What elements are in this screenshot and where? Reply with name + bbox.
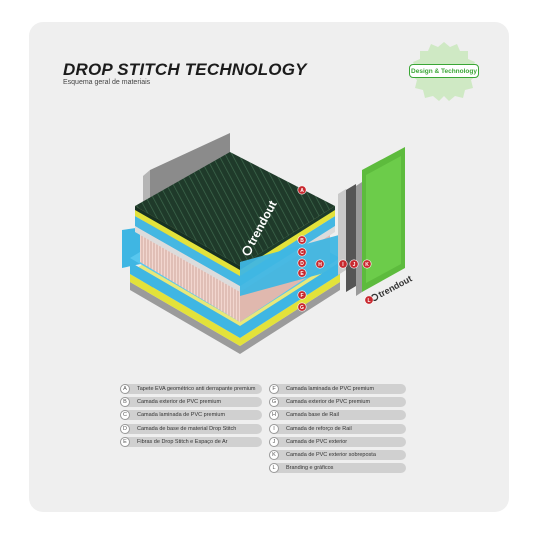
svg-text:A: A (300, 188, 304, 194)
legend-code: A (120, 384, 130, 394)
marker-l: L (364, 295, 374, 305)
legend-code: C (120, 410, 130, 421)
legend-item-c: C Camada laminada de PVC premium (120, 410, 262, 421)
marker-e: E (297, 268, 307, 278)
legend-label: Camada exterior de PVC premium (286, 399, 371, 406)
legend-item-b: B Camada exterior de PVC premium (120, 397, 262, 408)
legend-item-d: D Camada de base de material Drop Stitch (120, 423, 262, 434)
svg-text:G: G (300, 305, 304, 311)
legend-code: H (269, 410, 279, 421)
legend-label: Tapete EVA geométrico anti derrapante pr… (137, 386, 256, 392)
legend-item-i: I Camada de reforço de Rail (269, 423, 406, 434)
legend-label: Camada de PVC exterior sobreposta (286, 452, 376, 458)
legend-item-k: K Camada de PVC exterior sobreposta (269, 450, 406, 460)
svg-text:J: J (353, 262, 356, 268)
legend-code: G (269, 397, 279, 408)
legend-code: F (269, 384, 279, 394)
svg-text:E: E (300, 271, 304, 277)
svg-text:D: D (300, 261, 304, 267)
svg-text:C: C (300, 250, 304, 256)
legend-item-a: A Tapete EVA geométrico anti derrapante p… (120, 384, 262, 394)
marker-i: I (338, 259, 348, 269)
legend-label: Camada laminada de PVC premium (137, 412, 226, 419)
legend-label: Branding e gráficos (286, 465, 334, 472)
legend-item-h: H Camada base de Rail (269, 410, 406, 421)
marker-f: F (297, 290, 307, 300)
marker-b: B (297, 235, 307, 245)
marker-c: C (297, 247, 307, 257)
rail-right-panels (338, 147, 405, 296)
legend-code: L (269, 463, 279, 474)
legend-item-j: J Camada de PVC exterior (269, 436, 406, 447)
legend-code: J (269, 436, 279, 447)
rail-cyan-band-front (240, 232, 350, 296)
legend-label: Camada de base de material Drop Stitch (137, 425, 237, 432)
svg-text:H: H (318, 262, 322, 268)
legend-item-g: G Camada exterior de PVC premium (269, 397, 406, 408)
svg-text:B: B (300, 238, 304, 244)
legend-code: D (120, 423, 130, 434)
legend-label: Camada exterior de PVC premium (137, 399, 222, 406)
marker-j: J (349, 259, 359, 269)
page-title: DROP STITCH TECHNOLOGY (63, 60, 307, 79)
legend-label: Fibras de Drop Stitch e Espaço de Ar (137, 438, 228, 445)
legend-code: K (269, 450, 279, 460)
marker-k: K (362, 259, 372, 269)
svg-text:F: F (300, 293, 303, 299)
legend-code: I (269, 423, 279, 434)
svg-text:I: I (342, 262, 344, 268)
legend-item-e: E Fibras de Drop Stitch e Espaço de Ar (120, 436, 262, 447)
legend-label: Camada de reforço de Rail (286, 425, 352, 432)
legend-label: Camada de PVC exterior (286, 438, 348, 445)
marker-a: A (297, 185, 307, 195)
legend-item-f: F Camada laminada de PVC premium (269, 384, 406, 394)
legend-label: Camada laminada de PVC premium (286, 386, 375, 392)
design-technology-badge: Design & Technology (409, 64, 479, 78)
layer-stack (130, 152, 340, 354)
marker-h: H (315, 259, 325, 269)
marker-d: D (297, 258, 307, 268)
legend-code: B (120, 397, 130, 408)
page-subtitle: Esquema geral de materiais (63, 79, 151, 86)
legend-code: E (120, 436, 130, 447)
svg-text:L: L (367, 298, 370, 304)
svg-text:K: K (365, 262, 369, 268)
legend-item-l: L Branding e gráficos (269, 463, 406, 474)
legend-label: Camada base de Rail (286, 412, 339, 419)
marker-g: G (297, 302, 307, 312)
